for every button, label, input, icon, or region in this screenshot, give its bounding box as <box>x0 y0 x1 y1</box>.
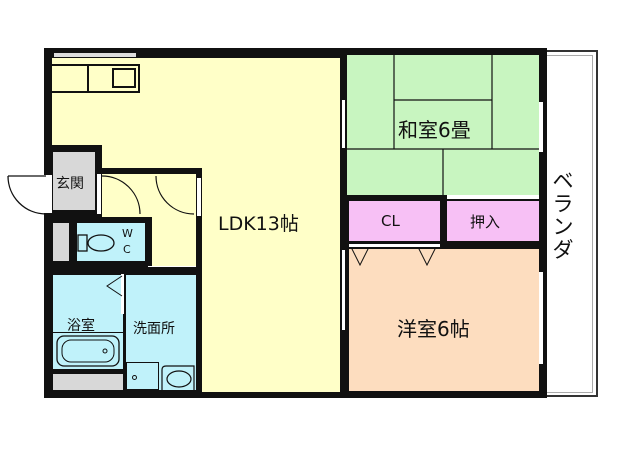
ldk-sliding-door-upper[interactable] <box>342 100 345 148</box>
room-oshiire[interactable] <box>447 201 539 241</box>
room-bath <box>53 275 123 369</box>
bathtub-icon <box>56 335 120 367</box>
washroom-label: 洗面所 <box>133 321 175 337</box>
yoshitsu-label: 洋室6帖 <box>397 317 470 341</box>
wc-label-w: W <box>122 227 133 240</box>
room-closet-cl[interactable] <box>349 201 440 241</box>
door-swing-icon <box>101 175 195 215</box>
bath-door-swing-icon <box>106 275 123 297</box>
room-washroom <box>126 275 196 390</box>
hall-left-door-frame <box>97 174 101 214</box>
yoshitsu-window[interactable] <box>539 272 543 364</box>
storage-bottom <box>53 374 123 390</box>
sink-icon <box>112 68 136 88</box>
closet-door-swing-icon <box>350 247 437 267</box>
bath-label: 浴室 <box>67 318 95 334</box>
storage-left <box>53 223 69 261</box>
balcony-text: ベランダ <box>552 169 574 262</box>
closet-door-strip[interactable] <box>349 244 440 247</box>
room-genkan <box>53 152 95 210</box>
hall-top-wall <box>100 168 200 174</box>
front-door-swing-icon <box>7 175 47 215</box>
ldk-label: LDK13帖 <box>218 213 299 235</box>
wash-basin-icon <box>161 365 195 390</box>
washing-machine-area <box>126 362 159 390</box>
oshiire-label: 押入 <box>470 213 501 231</box>
balcony-inner-line <box>545 55 593 393</box>
oshiire-door-strip[interactable] <box>447 195 539 199</box>
kitchen-counter <box>52 64 140 93</box>
room-yoshitsu <box>349 249 539 391</box>
genkan-label: 玄関 <box>56 176 84 192</box>
drain-icon <box>132 375 137 380</box>
ldk-sliding-door-lower[interactable] <box>342 250 345 330</box>
balcony <box>543 50 598 397</box>
bath-divider-line <box>53 332 123 333</box>
balcony-label: ベランダ <box>551 170 575 262</box>
wc-label-c: C <box>123 243 131 256</box>
kitchen-window <box>54 53 136 57</box>
bath-door[interactable] <box>121 274 124 314</box>
closet-cl-label: CL <box>381 212 400 230</box>
washitsu-label: 和室6畳 <box>398 114 471 143</box>
washitsu-window[interactable] <box>539 102 543 152</box>
toilet-icon <box>77 234 115 252</box>
hall-door[interactable] <box>196 177 202 217</box>
kitchen-counter-divider <box>87 64 89 93</box>
tatami-lines <box>347 55 539 196</box>
front-door[interactable] <box>44 175 52 213</box>
